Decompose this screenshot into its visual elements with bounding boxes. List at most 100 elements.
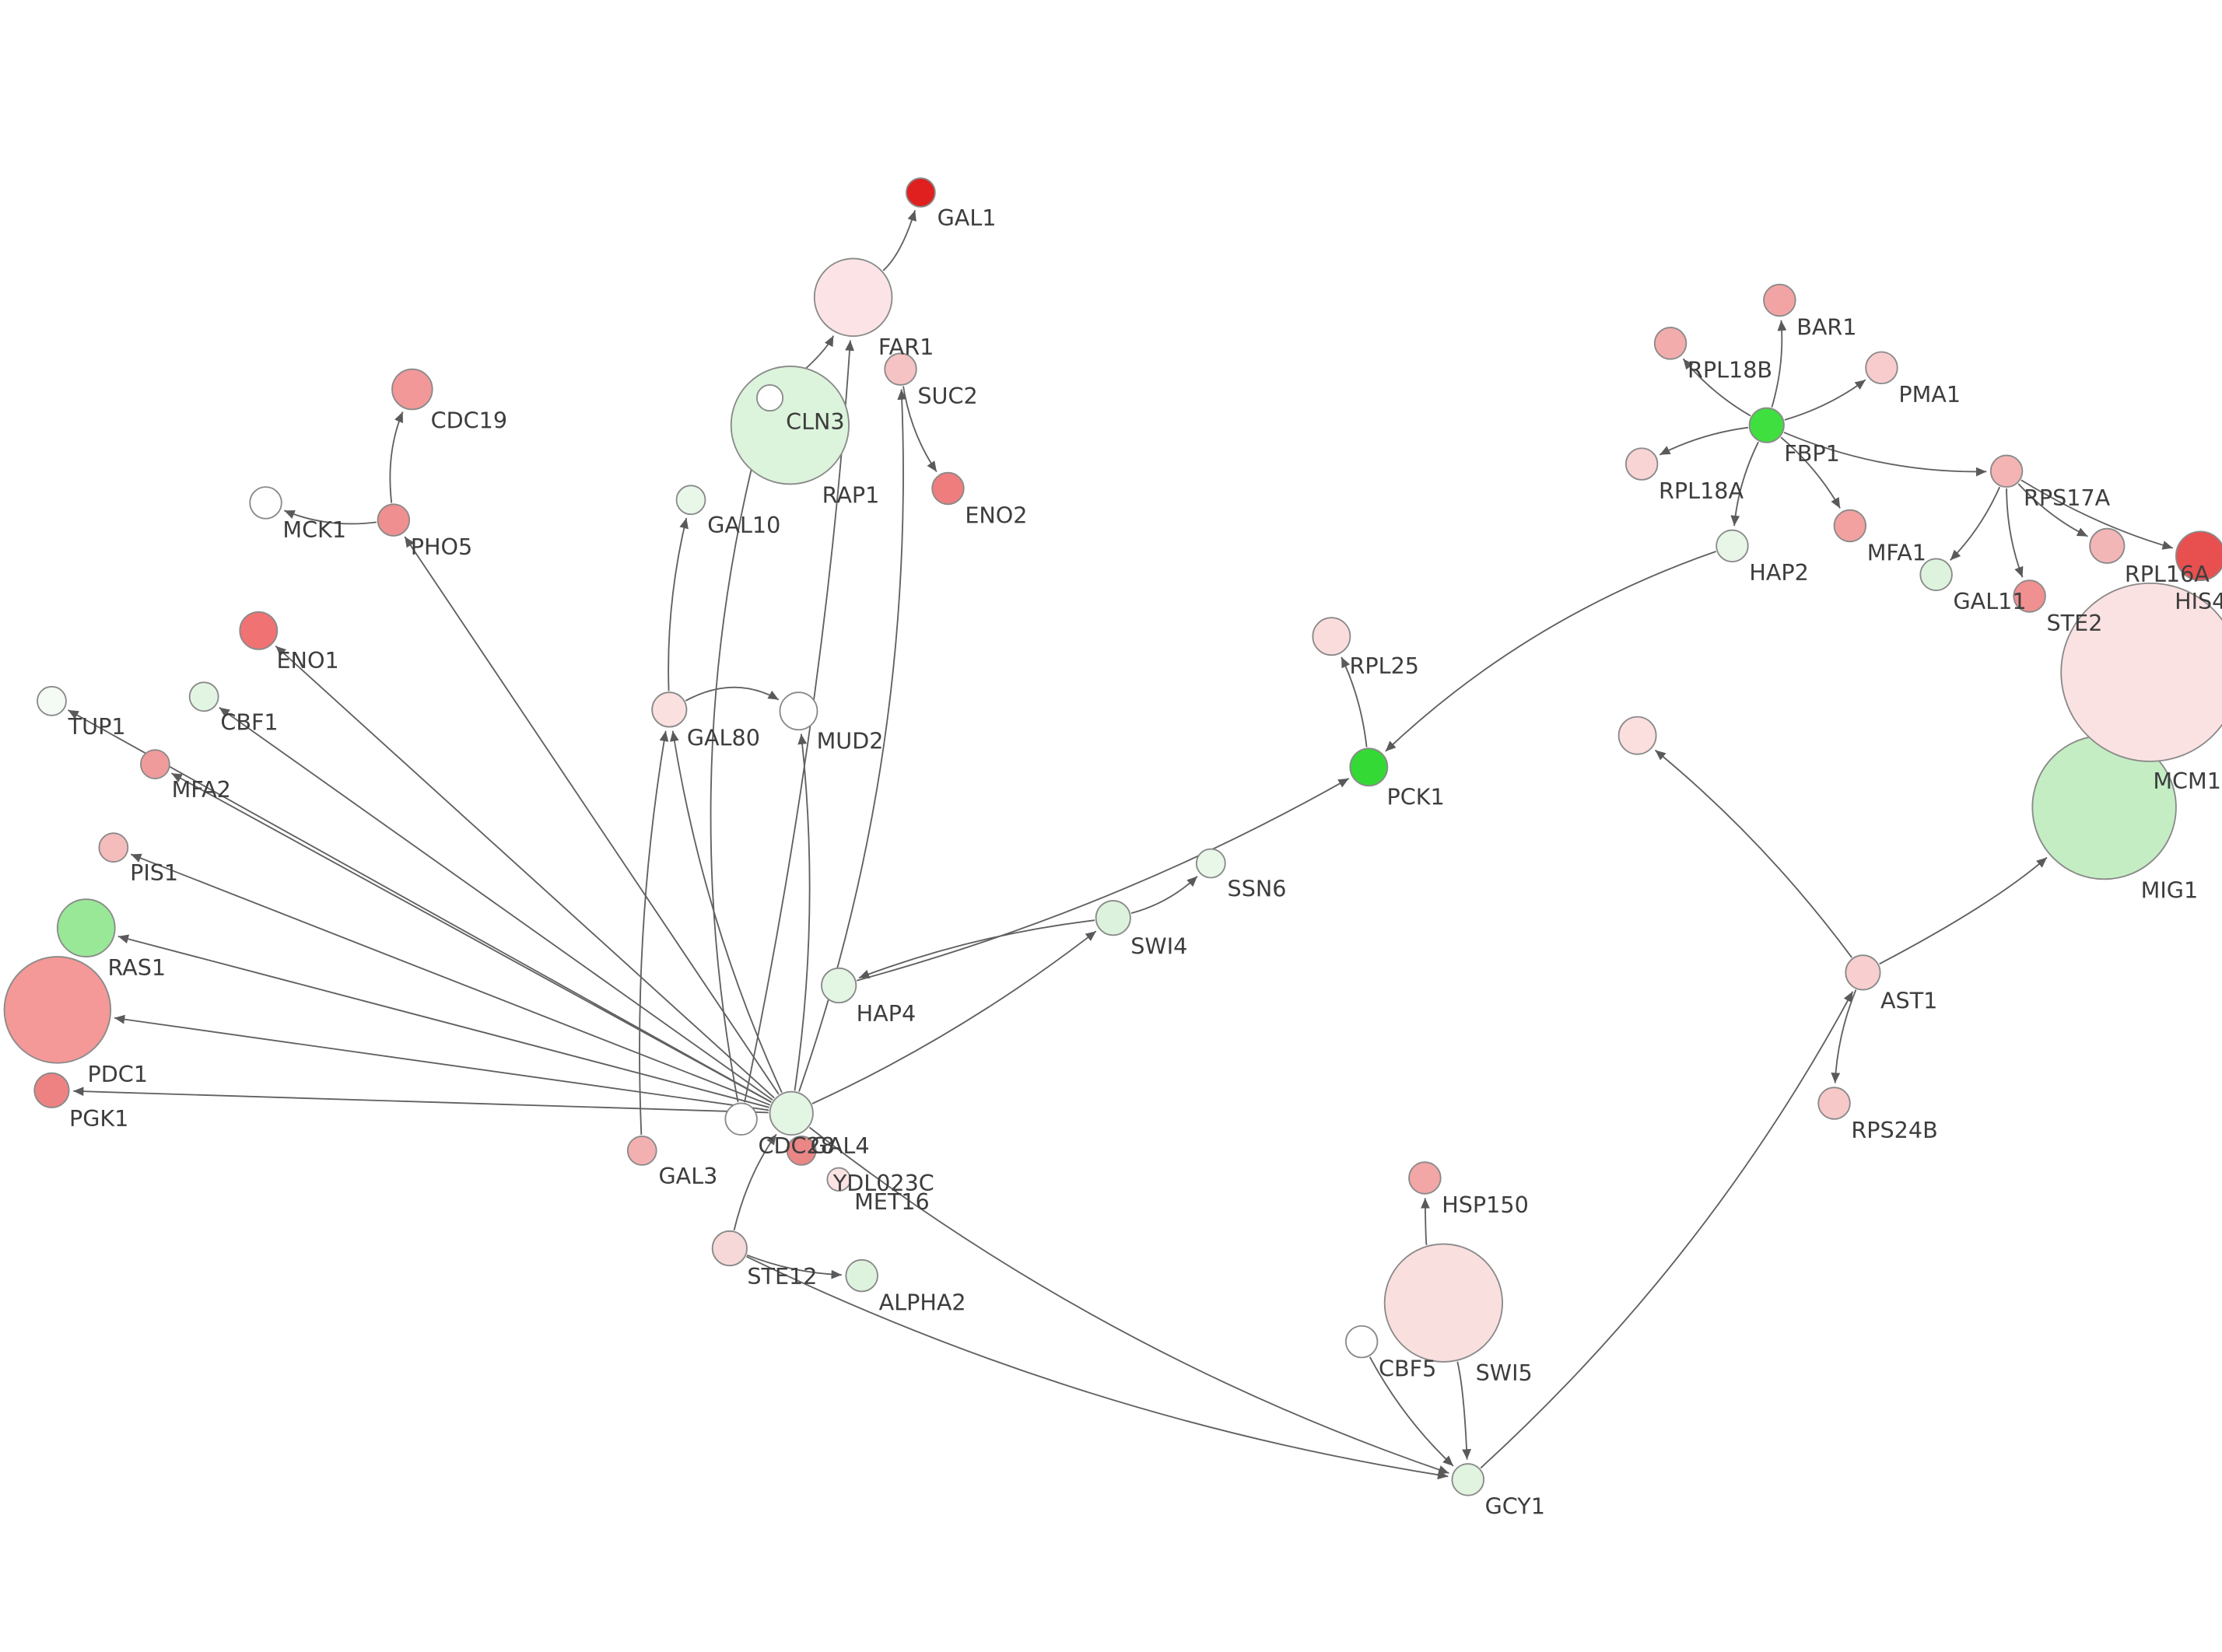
edge-AST1-UNK[interactable]	[1654, 749, 1852, 958]
edge-FBP1-RPS17A[interactable]	[1783, 432, 1987, 477]
node-MET16[interactable]	[826, 1167, 851, 1192]
edge-GAL4-ENO1[interactable]	[275, 645, 775, 1099]
node-MUD2[interactable]	[779, 691, 818, 731]
edge-AST1-RPS24B[interactable]	[1831, 989, 1857, 1083]
node-CDC28[interactable]	[724, 1102, 758, 1136]
edge-CDC28-CLN3[interactable]	[710, 414, 767, 1103]
node-label-ENO2: ENO2	[965, 502, 1027, 528]
edge-GAL3-GAL80[interactable]	[639, 730, 669, 1136]
edge-GAL4-SWI4[interactable]	[811, 930, 1097, 1104]
edge-CBF5-GCY1[interactable]	[1369, 1356, 1454, 1467]
edge-RPS17A-RPL16A[interactable]	[2017, 483, 2088, 537]
edge-GAL4-PHO5[interactable]	[404, 536, 780, 1095]
edge-FBP1-BAR1[interactable]	[1771, 320, 1787, 408]
edge-STE12-GCY1[interactable]	[746, 1255, 1449, 1480]
node-CBF1[interactable]	[188, 681, 219, 712]
node-HAP4[interactable]	[821, 967, 857, 1004]
node-GAL4[interactable]	[769, 1090, 814, 1136]
edge-FBP1-HAP2[interactable]	[1730, 441, 1759, 527]
node-TUP1[interactable]	[37, 685, 67, 716]
node-PMA1[interactable]	[1865, 351, 1898, 385]
edge-SWI5-HSP150[interactable]	[1421, 1198, 1430, 1245]
node-PGK1[interactable]	[33, 1072, 70, 1108]
node-SUC2[interactable]	[884, 352, 917, 386]
node-PCK1[interactable]	[1349, 747, 1389, 787]
node-AST1[interactable]	[1845, 954, 1881, 991]
edge-GAL4-MFA2[interactable]	[170, 772, 772, 1103]
edge-GAL4-PGK1[interactable]	[73, 1087, 769, 1114]
node-GAL80[interactable]	[651, 691, 688, 728]
edge-GAL4-GCY1[interactable]	[808, 1126, 1449, 1475]
node-GAL11[interactable]	[1919, 558, 1953, 592]
node-ENO1[interactable]	[239, 611, 279, 650]
edge-PHO5-CDC19[interactable]	[389, 411, 404, 503]
node-MFA1[interactable]	[1833, 509, 1867, 543]
node-HAP2[interactable]	[1716, 529, 1749, 563]
node-RPL18A[interactable]	[1624, 447, 1659, 481]
edge-RPS17A-GAL11[interactable]	[1950, 486, 2001, 561]
node-RPS24B[interactable]	[1817, 1087, 1851, 1120]
node-MCM1[interactable]	[2060, 582, 2222, 762]
node-FBP1[interactable]	[1748, 407, 1785, 443]
edge-HAP2-PCK1[interactable]	[1385, 551, 1716, 752]
node-PDC1[interactable]	[3, 956, 112, 1064]
edge-STE12-ALPHA2[interactable]	[746, 1254, 842, 1279]
edge-HAP4-PCK1[interactable]	[856, 778, 1350, 982]
edge-GAL4-PIS1[interactable]	[130, 853, 771, 1106]
edge-SWI5-GCY1[interactable]	[1456, 1361, 1472, 1460]
node-MCK1[interactable]	[249, 486, 282, 520]
node-HIS4[interactable]	[2175, 530, 2222, 582]
node-STE12[interactable]	[711, 1230, 748, 1267]
node-RAS1[interactable]	[56, 898, 116, 957]
node-SWI5[interactable]	[1383, 1243, 1503, 1363]
node-RPL18B[interactable]	[1653, 327, 1688, 360]
node-CLN3[interactable]	[756, 384, 784, 412]
edge-GAL80-GAL10[interactable]	[668, 517, 689, 691]
edge-AST1-MIG1[interactable]	[1879, 856, 2048, 965]
edge-RPS17A-STE2[interactable]	[2006, 488, 2024, 578]
node-RPL16A[interactable]	[2089, 527, 2126, 564]
node-UNK[interactable]	[1617, 716, 1657, 755]
edge-FBP1-RPL18B[interactable]	[1682, 358, 1751, 417]
edge-RPS17A-HIS4[interactable]	[2020, 479, 2174, 550]
edge-SWI4-HAP4[interactable]	[858, 919, 1095, 979]
node-MFA2[interactable]	[140, 749, 170, 779]
node-CDC19[interactable]	[391, 368, 433, 411]
edge-GAL4-CBF1[interactable]	[219, 706, 773, 1101]
edge-SUC2-ENO2[interactable]	[902, 386, 938, 473]
edge-STE12-GAL4[interactable]	[733, 1133, 777, 1230]
edge-GCY1-AST1[interactable]	[1480, 991, 1854, 1469]
node-FAR1[interactable]	[813, 257, 893, 338]
node-YDL023C[interactable]	[786, 1136, 817, 1166]
node-STE2[interactable]	[2013, 579, 2046, 613]
edge-SWI4-SSN6[interactable]	[1130, 875, 1198, 915]
node-RPS17A[interactable]	[1989, 454, 2024, 488]
edge-PHO5-MCK1[interactable]	[283, 509, 377, 525]
node-SSN6[interactable]	[1195, 848, 1226, 879]
node-GCY1[interactable]	[1451, 1463, 1485, 1496]
edge-GAL4-PDC1[interactable]	[114, 1014, 769, 1111]
edge-GAL80-MUD2[interactable]	[685, 686, 780, 702]
node-ENO2[interactable]	[931, 471, 965, 506]
node-RPL25[interactable]	[1312, 617, 1351, 656]
node-BAR1[interactable]	[1763, 283, 1796, 317]
edge-GAL4-TUP1[interactable]	[68, 709, 772, 1103]
node-PHO5[interactable]	[377, 503, 411, 537]
edge-GAL4-RAS1[interactable]	[117, 934, 769, 1108]
edge-FBP1-MFA1[interactable]	[1780, 436, 1841, 509]
node-ALPHA2[interactable]	[845, 1258, 878, 1293]
node-GAL1[interactable]	[906, 177, 936, 208]
node-CBF5[interactable]	[1344, 1325, 1379, 1359]
edge-FBP1-RPL18A[interactable]	[1659, 426, 1749, 456]
edge-GAL4-MUD2[interactable]	[794, 733, 811, 1091]
edge-FAR1-GAL1[interactable]	[882, 210, 916, 271]
node-GAL3[interactable]	[626, 1136, 657, 1166]
node-HSP150[interactable]	[1408, 1161, 1442, 1195]
node-GAL10[interactable]	[675, 485, 706, 516]
edge-FBP1-PMA1[interactable]	[1784, 379, 1866, 421]
node-SWI4[interactable]	[1095, 900, 1131, 936]
edge-PCK1-RPL25[interactable]	[1341, 656, 1368, 747]
node-PIS1[interactable]	[98, 832, 129, 863]
edge-GAL4-GAL80[interactable]	[670, 730, 783, 1093]
